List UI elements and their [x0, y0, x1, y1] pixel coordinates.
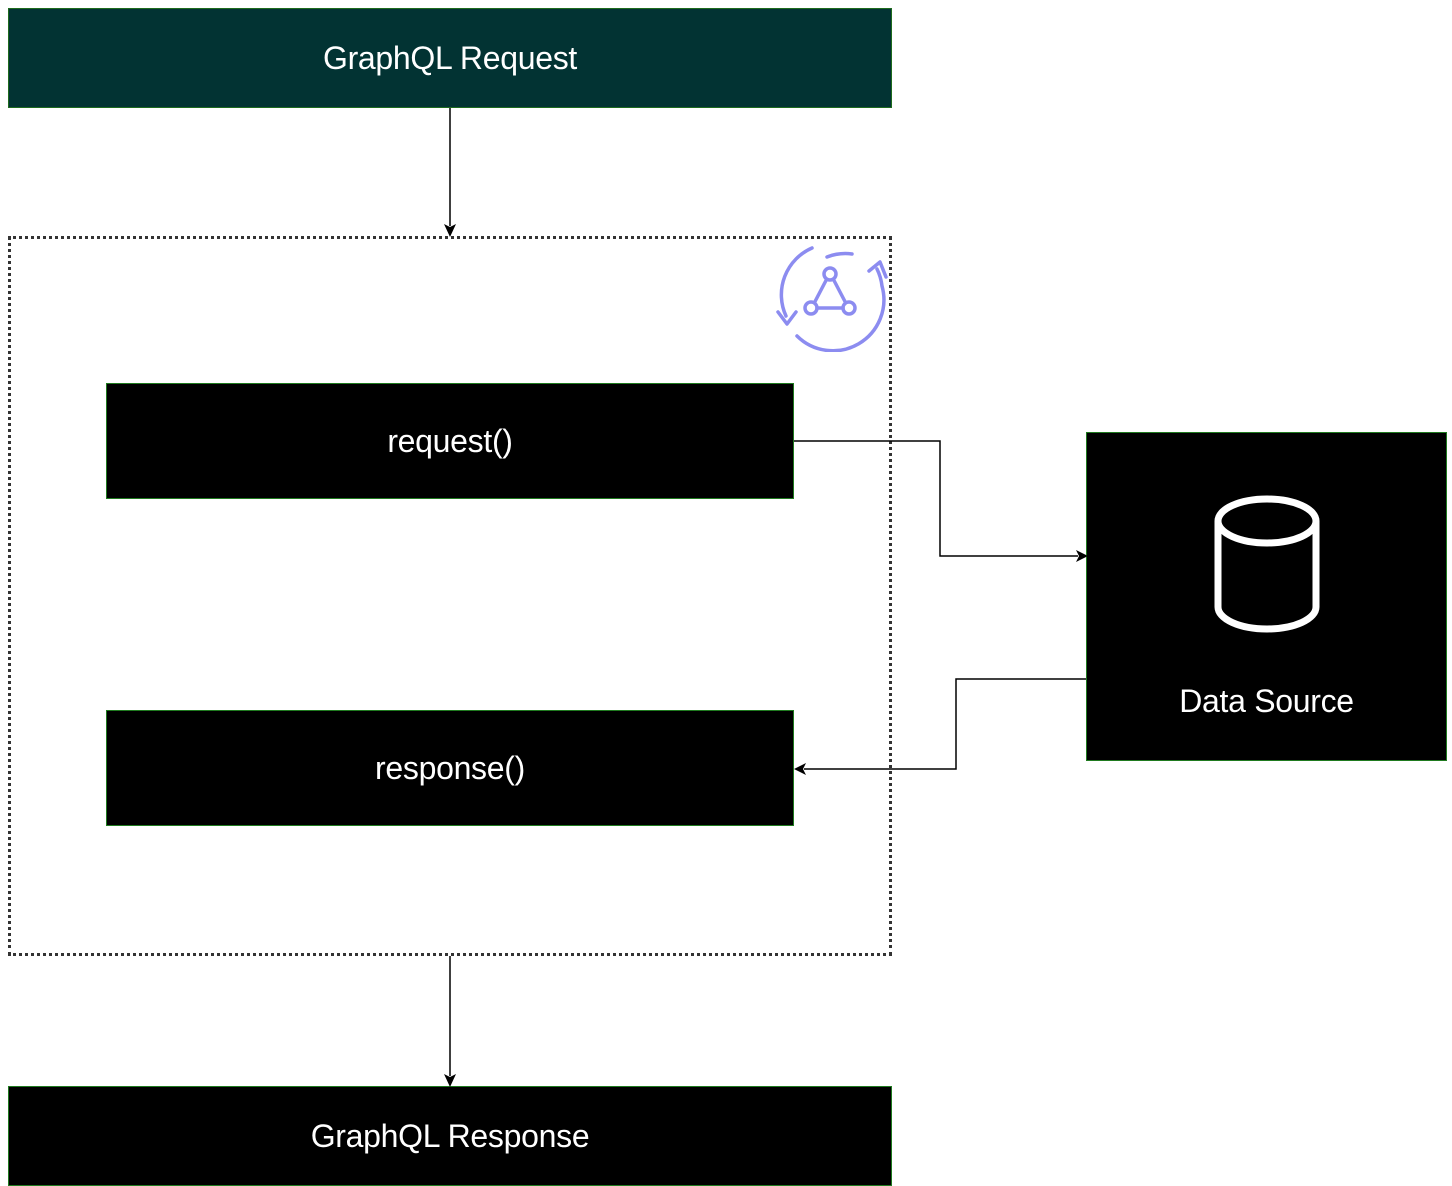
graphql-response-box[interactable]: GraphQL Response [8, 1086, 892, 1186]
request-function-box[interactable]: request() [106, 383, 794, 499]
graphql-response-label: GraphQL Response [310, 1117, 590, 1154]
request-function-label: request() [387, 422, 513, 459]
graphql-request-label: GraphQL Request [322, 39, 578, 76]
data-source-label: Data Source [1179, 683, 1354, 719]
response-function-box[interactable]: response() [106, 710, 794, 826]
response-function-label: response() [375, 749, 525, 786]
database-cylinder-icon [1214, 495, 1320, 633]
appsync-graph-icon [776, 246, 888, 352]
data-source-box[interactable]: Data Source [1086, 432, 1447, 761]
graphql-request-box[interactable]: GraphQL Request [8, 8, 892, 108]
resolver-container [8, 236, 892, 956]
